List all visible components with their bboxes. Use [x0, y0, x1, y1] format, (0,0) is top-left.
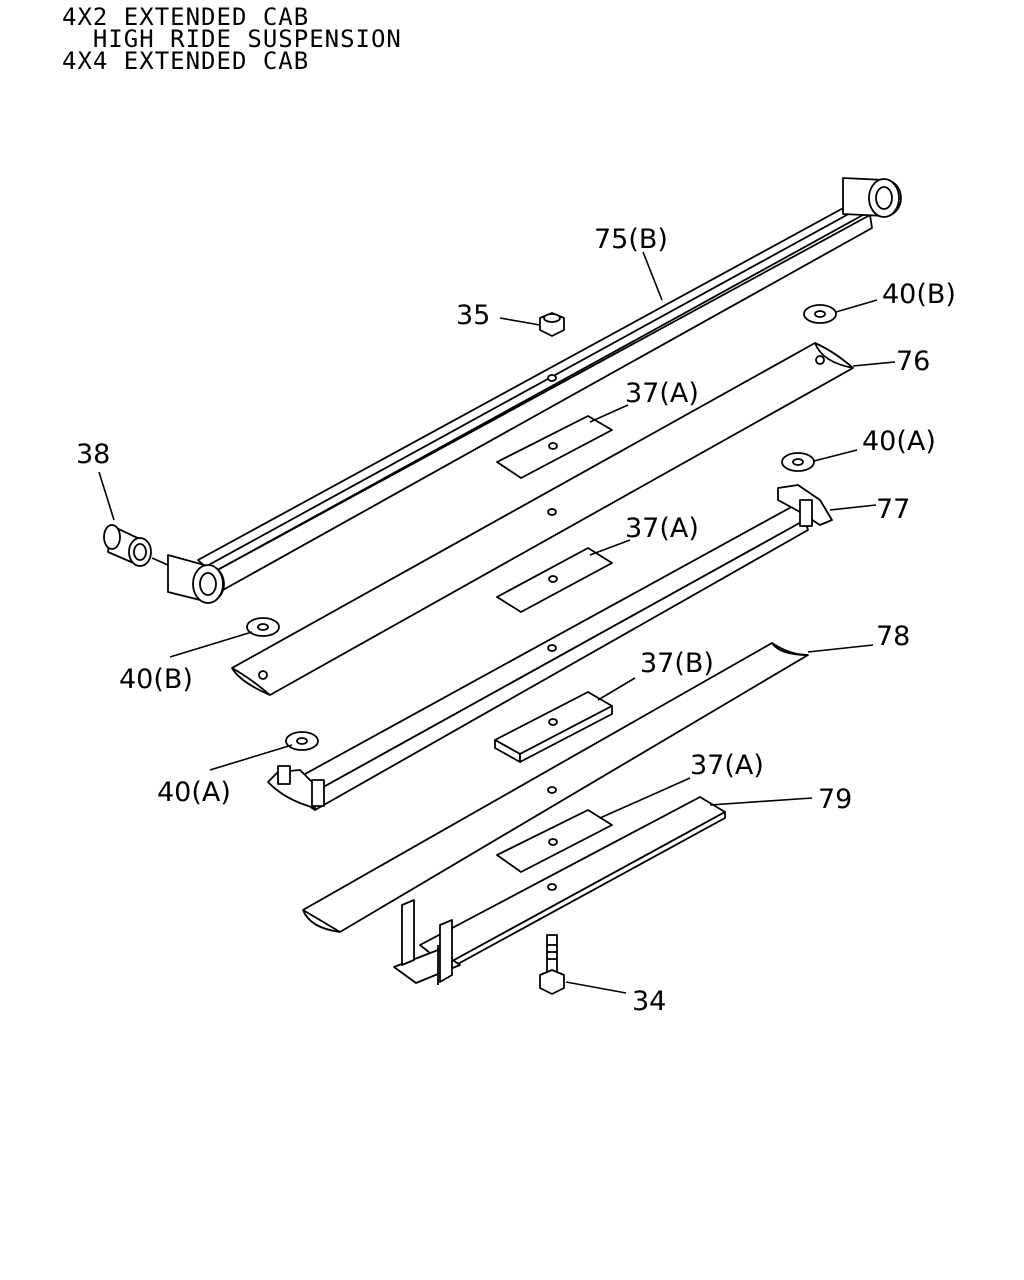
callout-40a-top: 40(A) — [862, 426, 936, 457]
callout-38: 38 — [76, 439, 110, 470]
pad-hole-icon — [548, 442, 558, 450]
washer-40b-left — [246, 617, 280, 637]
leaf-77 — [267, 484, 833, 811]
leader-lines — [98, 251, 896, 994]
callout-37a-3: 37(A) — [690, 750, 764, 781]
callout-35: 35 — [456, 300, 490, 331]
pad-37b — [494, 691, 613, 763]
callout-40a-left: 40(A) — [157, 777, 231, 808]
pad-hole-icon — [548, 838, 558, 846]
callout-77: 77 — [876, 494, 910, 525]
callout-37a-2: 37(A) — [625, 513, 699, 544]
callout-34: 34 — [632, 986, 666, 1017]
nut-35 — [539, 312, 565, 337]
main-leaf-75b — [167, 177, 902, 604]
pad-hole-icon — [548, 575, 558, 583]
callout-78: 78 — [876, 621, 910, 652]
callout-labels: 75(B) 35 40(B) 76 37(A) 38 40(A) 77 37(A… — [76, 224, 956, 1017]
callout-37a-1: 37(A) — [625, 378, 699, 409]
leaf-76 — [231, 342, 854, 696]
leaf-78 — [302, 642, 809, 933]
washer-40b-top — [803, 304, 837, 324]
header-line-1: 4X2 EXTENDED CAB — [62, 3, 310, 31]
callout-40b-top: 40(B) — [882, 279, 956, 310]
header-line-3: 4X4 EXTENDED CAB — [62, 47, 310, 75]
bushing-38 — [103, 524, 169, 567]
header-line-2: HIGH RIDE SUSPENSION — [62, 25, 402, 53]
washer-40a-top — [781, 452, 815, 472]
callout-75b: 75(B) — [594, 224, 668, 255]
bolt-34 — [539, 934, 565, 995]
callout-40b-left: 40(B) — [119, 664, 193, 695]
leaf-79 — [393, 796, 726, 985]
diagram-header: 4X2 EXTENDED CAB HIGH RIDE SUSPENSION 4X… — [62, 3, 402, 75]
callout-79: 79 — [818, 784, 852, 815]
washer-40a-left — [285, 731, 319, 751]
callout-37b: 37(B) — [640, 648, 714, 679]
callout-76: 76 — [896, 346, 930, 377]
